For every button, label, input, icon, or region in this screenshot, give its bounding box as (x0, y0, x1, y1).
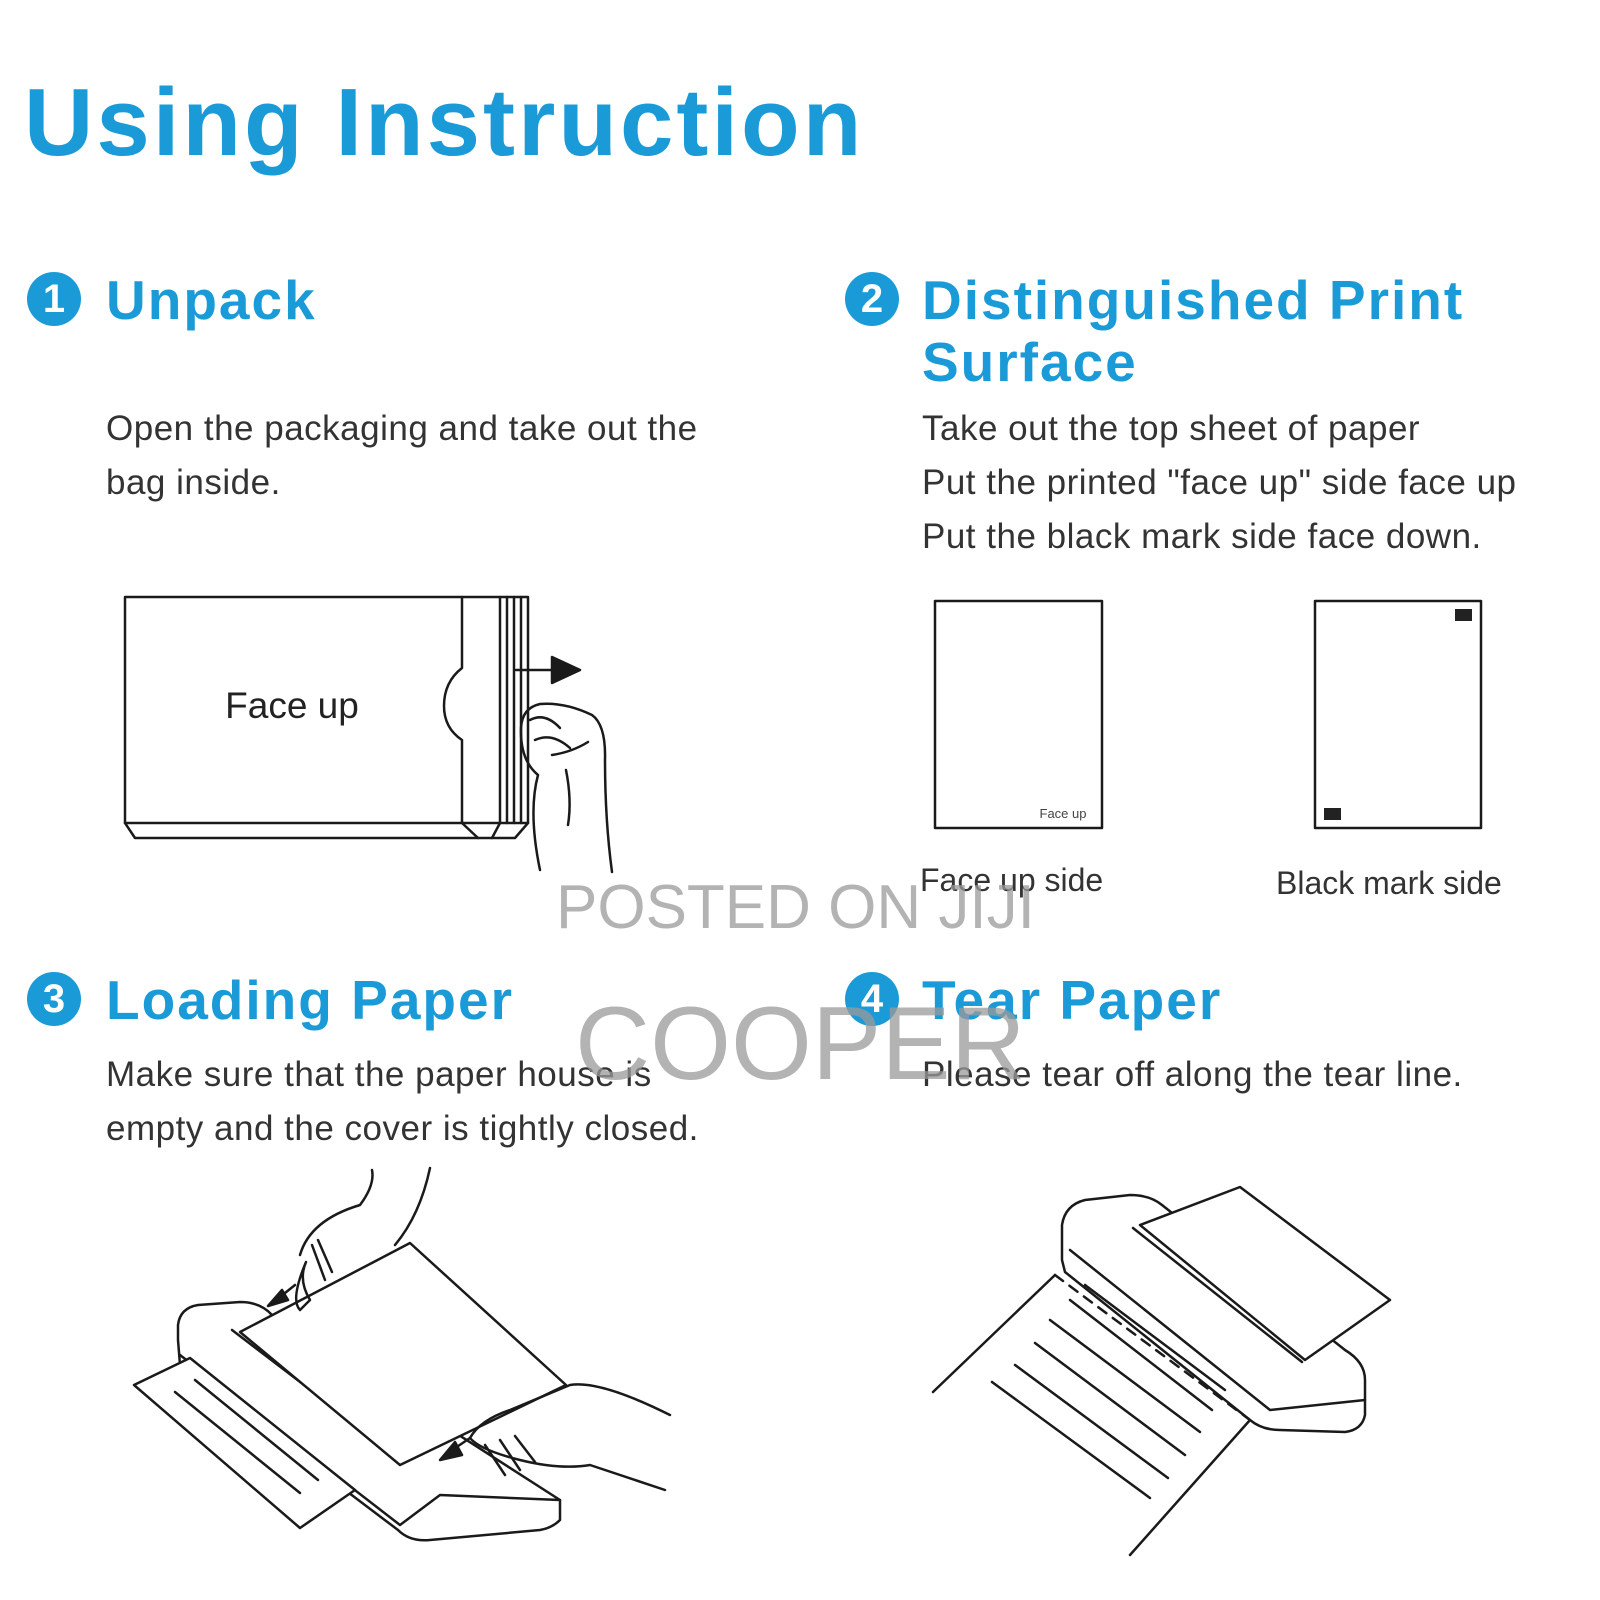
pull-arrow-icon (514, 655, 582, 685)
watermark-line-2: COOPER (575, 986, 1026, 1102)
page-title: Using Instruction (24, 69, 865, 176)
step-4-number-icon: 4 (845, 972, 899, 1026)
step-1-number-icon: 1 (27, 272, 81, 326)
step-2-title-line-2: Surface (922, 331, 1138, 393)
face-up-sheet (933, 599, 1104, 830)
watermark-line-1: POSTED ON JIJI (556, 873, 1035, 942)
black-mark-sheet (1313, 599, 1483, 830)
printer-loading-illustration (132, 1166, 672, 1542)
step-2-description-line-1: Take out the top sheet of paper (922, 409, 1421, 448)
step-2-description-line-2: Put the printed "face up" side face up (922, 463, 1517, 502)
hand-icon (519, 702, 614, 874)
step-3-title: Loading Paper (106, 969, 514, 1031)
step-2-title-line-1: Distinguished Print (922, 269, 1465, 331)
step-1-description-line-1: Open the packaging and take out the (106, 409, 698, 448)
step-1-title: Unpack (106, 269, 317, 331)
sheet-face-up-label: Face up (1040, 806, 1087, 821)
step-3-description-line-1: Make sure that the paper house is (106, 1055, 652, 1094)
step-4-title: Tear Paper (922, 969, 1223, 1031)
step-1-description-line-2: bag inside. (106, 463, 281, 502)
printer-tear-illustration (931, 1185, 1392, 1557)
black-mark-side-caption: Black mark side (1276, 865, 1502, 901)
step-4-description-line-1: Please tear off along the tear line. (922, 1055, 1463, 1094)
bag-illustration (123, 595, 530, 840)
step-3-description-line-2: empty and the cover is tightly closed. (106, 1109, 699, 1148)
step-2-number-icon: 2 (845, 272, 899, 326)
step-2-description-line-3: Put the black mark side face down. (922, 517, 1482, 556)
bag-face-up-label: Face up (225, 685, 359, 726)
face-up-side-caption: Face up side (920, 862, 1104, 898)
black-mark-top (1455, 609, 1472, 621)
black-mark-bottom (1324, 808, 1341, 820)
step-3-number-icon: 3 (27, 972, 81, 1026)
